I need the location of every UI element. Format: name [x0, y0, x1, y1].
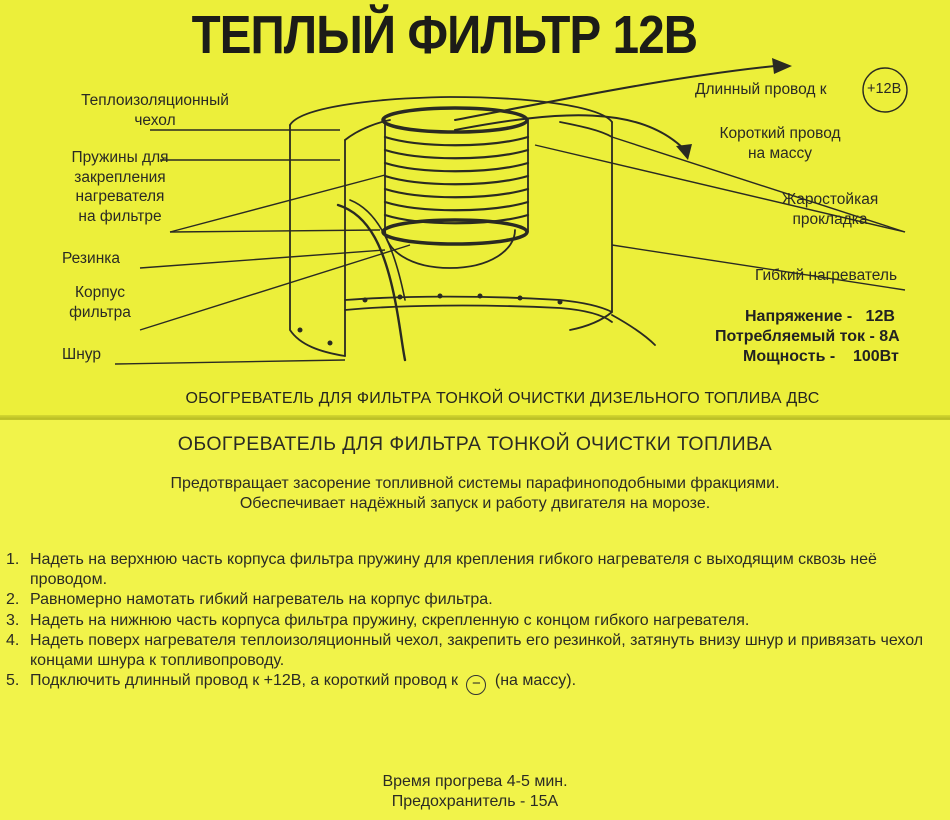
list-item: 1. Надеть на верхнюю часть корпуса фильт… — [6, 550, 941, 590]
label-housing-line1: Корпус — [75, 284, 125, 301]
list-item: 2. Равномерно намотать гибкий нагревател… — [6, 590, 941, 610]
label-short-wire: Короткий провод на массу — [700, 124, 860, 163]
step-number: 3. — [6, 611, 20, 629]
step-text: Надеть на верхнюю часть корпуса фильтра … — [30, 551, 877, 589]
spec-power: Мощность - 100Вт — [743, 348, 899, 365]
spec-voltage: Напряжение - 12В — [745, 308, 895, 325]
step5-text-after: (на массу). — [494, 672, 577, 690]
label-springs: Пружины для закрепления нагревателя на ф… — [50, 148, 190, 226]
step-text: Надеть поверх нагревателя теплоизоляцион… — [30, 631, 924, 670]
step-number: 4. — [6, 631, 20, 649]
instructions-panel: ОБОГРЕВАТЕЛЬ ДЛЯ ФИЛЬТРА ТОНКОЙ ОЧИСТКИ … — [0, 420, 950, 820]
label-housing: Корпус фильтра — [50, 283, 150, 322]
step-number: 1. — [6, 551, 20, 568]
spec-current: Потребляемый ток - 8А — [715, 328, 900, 345]
label-cord: Шнур — [62, 346, 101, 363]
step-text: Подключить длинный провод к +12В, а коро… — [30, 671, 941, 696]
diagram-caption: ОБОГРЕВАТЕЛЬ ДЛЯ ФИЛЬТРА ТОНКОЙ ОЧИСТКИ … — [185, 390, 820, 407]
step-text: Равномерно намотать гибкий нагреватель н… — [30, 591, 493, 609]
label-rubber: Резинка — [62, 250, 121, 267]
label-gasket-line2: прокладка — [792, 210, 868, 228]
label-springs-line3: нагревателя — [75, 188, 165, 205]
step-number: 2. — [6, 591, 20, 609]
label-insulation-line1: Теплоизоляционный — [81, 92, 229, 109]
label-gasket: Жаростойкая прокладка — [760, 190, 900, 229]
warmup-time: Время прогрева 4-5 мин. — [382, 773, 568, 790]
label-long-wire: Длинный провод к — [695, 81, 827, 98]
intro-line2: Обеспечивает надёжный запуск и работу дв… — [239, 495, 711, 512]
step-text: Надеть на нижнюю часть корпуса фильтра п… — [30, 611, 750, 629]
arrow-icon — [676, 144, 692, 160]
label-springs-line4: на фильтре — [78, 207, 162, 225]
label-short-wire-line2: на массу — [747, 144, 812, 162]
steps-list: 1. Надеть на верхнюю часть корпуса фильт… — [6, 550, 941, 696]
step5-text-before: Подключить длинный провод к +12В, а коро… — [30, 672, 458, 690]
list-item: 4. Надеть поверх нагревателя теплоизоляц… — [6, 631, 941, 671]
intro-line1: Предотвращает засорение топливной систем… — [170, 475, 780, 492]
plus-12v-circle-icon — [862, 67, 908, 113]
fold-divider — [0, 415, 950, 423]
page-title: ТЕПЛЫЙ ФИЛЬТР 12В — [191, 5, 699, 65]
label-insulation: Теплоизоляционный чехол — [55, 91, 255, 130]
label-flex-heater: Гибкий нагреватель — [755, 267, 898, 284]
diagram-panel: ТЕПЛЫЙ ФИЛЬТР 12В Теплоизоляционный чехо… — [0, 0, 950, 420]
list-item: 3. Надеть на нижнюю часть корпуса фильтр… — [6, 611, 941, 631]
label-short-wire-line1: Короткий провод — [719, 125, 841, 142]
label-insulation-line2: чехол — [134, 111, 176, 129]
label-springs-line2: закрепления — [74, 168, 166, 186]
minus-circle-icon: − — [466, 675, 487, 696]
specs-block: Напряжение - 12В Потребляемый ток - 8А М… — [715, 307, 900, 367]
filter-heater-diagram — [114, 58, 908, 365]
instructions-heading: ОБОГРЕВАТЕЛЬ ДЛЯ ФИЛЬТРА ТОНКОЙ ОЧИСТКИ … — [177, 433, 773, 455]
label-housing-line2: фильтра — [69, 303, 131, 321]
label-springs-line1: Пружины для — [71, 149, 169, 166]
label-gasket-line1: Жаростойкая — [781, 191, 879, 208]
arrow-icon — [772, 58, 792, 74]
label-plus-12v: +12В — [867, 81, 902, 97]
step-number: 5. — [6, 672, 20, 690]
list-item: 5. Подключить длинный провод к +12В, а к… — [6, 671, 941, 696]
fuse-rating: Предохранитель - 15А — [391, 793, 559, 810]
